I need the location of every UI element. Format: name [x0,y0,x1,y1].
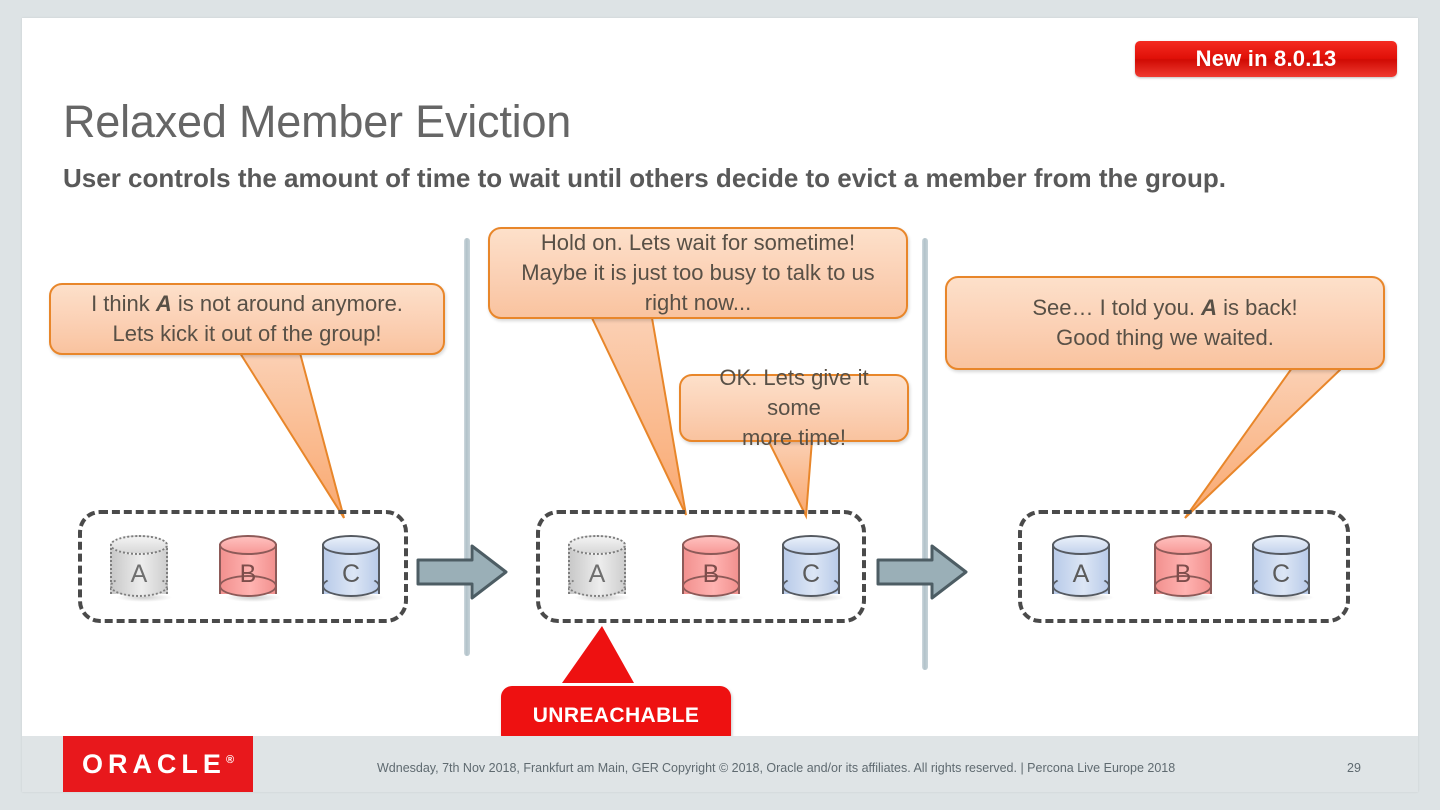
bubble4-member-ref: A [1201,295,1217,321]
bubble4-line2: Good thing we waited. [1056,325,1274,350]
bubble3-line1: OK. Lets give it some [719,365,869,421]
db-node-a-state3: A [1052,535,1114,603]
db-shadow [688,593,744,602]
registered-mark: ® [225,753,235,766]
db-top [110,535,168,555]
db-bottom [1252,575,1310,597]
db-node-b-state3: B [1154,535,1216,603]
db-node-c-state2: C [782,535,844,603]
bubble4-line1-pre: See… I told you. [1032,295,1202,321]
db-bottom [782,575,840,597]
bubble4-line1-post: is back! [1216,295,1298,321]
bubble-more-time: OK. Lets give it some more time! [679,365,909,450]
bubble1-line1-post: is not around anymore. [171,291,403,317]
db-node-a-state2: A [568,535,630,603]
db-shadow [328,593,384,602]
badge-label: New in 8.0.13 [1195,46,1337,71]
db-bottom [110,575,168,597]
db-top [568,535,626,555]
transition-arrow-2 [876,544,968,600]
db-node-b-state1: B [219,535,281,603]
bubble2-line2: Maybe it is just too busy to talk to us [521,260,875,286]
group-state-1: A B C [78,510,408,623]
new-in-version-badge: New in 8.0.13 [1135,41,1397,77]
db-label: A [130,560,148,588]
phase-divider-2 [922,238,928,670]
bubble2-line3: right now... [644,289,752,315]
db-node-b-state2: B [682,535,744,603]
bubble-told-you: See… I told you. A is back! Good thing we… [945,276,1385,370]
slide-footer: ORACLE® Wdnesday, 7th Nov 2018, Frankfur… [22,736,1418,792]
db-shadow [1058,593,1114,602]
db-node-c-state1: C [322,535,384,603]
footer-copyright: Copyright © 2018, Oracle and/or its affi… [662,761,1176,775]
db-shadow [1258,593,1314,602]
group-state-3: A B C [1018,510,1350,623]
db-bottom [219,575,277,597]
db-shadow [1160,593,1216,602]
db-label: B [702,560,720,588]
db-bottom [568,575,626,597]
bubble3-line2: more time! [742,424,846,450]
bubble1-line1-pre: I think [91,291,156,317]
db-top [322,535,380,555]
group-state-2: A B C [536,510,866,623]
oracle-logo: ORACLE® [63,736,253,792]
db-label: C [341,560,361,588]
db-label: B [1174,560,1192,588]
db-top [1052,535,1110,555]
db-node-c-state3: C [1252,535,1314,603]
db-shadow [788,593,844,602]
page-subtitle: User controls the amount of time to wait… [63,163,1226,193]
phase-divider-1 [464,238,470,656]
db-top [1154,535,1212,555]
page-title: Relaxed Member Eviction [63,96,572,147]
bubble2-line1: Hold on. Lets wait for sometime! [540,230,856,256]
db-node-a-state1: A [110,535,172,603]
transition-arrow-1 [416,544,508,600]
bubble-hold-on: Hold on. Lets wait for sometime! Maybe it… [488,227,908,319]
footer-date-location: Wdnesday, 7th Nov 2018, Frankfurt am Mai… [377,761,659,775]
db-label: C [1271,560,1291,588]
db-top [682,535,740,555]
db-bottom [1052,575,1110,597]
footer-page-number: 29 [1347,761,1361,775]
db-top [782,535,840,555]
db-bottom [1154,575,1212,597]
bubble1-line2: Lets kick it out of the group! [112,321,382,346]
db-label: C [801,560,821,588]
db-label: A [588,560,606,588]
unreachable-label: UNREACHABLE [532,704,700,727]
bubble-kick-out: I think A is not around anymore. Lets kic… [49,283,445,355]
db-top [219,535,277,555]
db-label: B [239,560,257,588]
db-shadow [116,593,172,602]
db-bottom [682,575,740,597]
db-shadow [574,593,630,602]
db-label: A [1072,560,1090,588]
db-shadow [225,593,281,602]
oracle-wordmark: ORACLE [81,748,226,779]
db-bottom [322,575,380,597]
bubble1-member-ref: A [155,291,172,317]
slide-canvas: New in 8.0.13 Relaxed Member Eviction Us… [22,18,1418,792]
db-top [1252,535,1310,555]
